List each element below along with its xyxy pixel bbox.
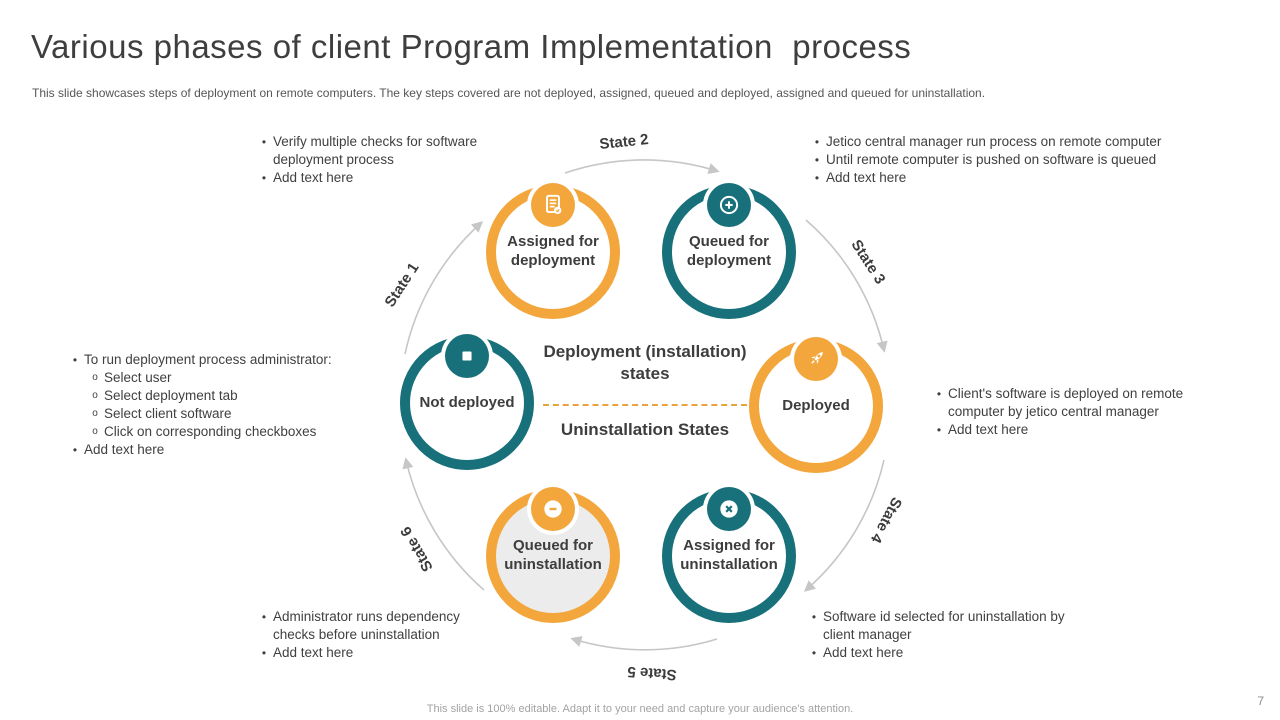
bullet-icon: • [261,135,267,149]
notes-bottom-left: • Administrator runs dependency checks b… [255,608,500,662]
arc-state-3 [805,219,888,353]
list-item: • Client's software is deployed on remot… [930,385,1222,421]
list-item: • Add text here [255,169,517,187]
arc-state-4 [803,459,885,592]
circle-not-deployed: Not deployed [400,334,534,470]
deployment-states-label: Deployment (installation) states [543,342,747,384]
bullet-icon: • [814,135,820,149]
page-title: Various phases of client Program Impleme… [31,28,912,65]
rocket-icon [794,337,838,381]
bullet-icon: • [811,645,817,660]
circle-deployed: Deployed [749,337,883,473]
notes-top-left: • Verify multiple checks for software de… [255,133,517,187]
list-item: • Software id selected for uninstallatio… [805,608,1087,644]
page-number: 7 [1257,694,1264,708]
state-5-label: State 5 [626,662,678,684]
list-item: • To run deployment process administrato… [66,351,378,369]
bullet-icon: • [72,353,78,367]
stop-icon [445,334,489,378]
circle-label: Not deployed [419,393,515,411]
notes-right: • Client's software is deployed on remot… [930,385,1222,439]
sub-bullet-icon: o [92,389,98,401]
bullet-icon: • [261,645,267,660]
circle-assigned-for-deployment: Assigned for deployment [486,183,620,319]
arc-state-2 [564,159,720,174]
plus-icon [707,183,751,227]
bullet-icon: • [814,153,820,167]
bullet-icon: • [261,170,267,185]
list-item: • Add text here [930,421,1222,439]
uninstallation-states-label: Uninstallation States [560,420,730,439]
notes-top-right: • Jetico central manager run process on … [808,133,1208,187]
arc-state-1 [404,221,484,355]
list-item: o Select client software [86,405,378,423]
sub-bullet-icon: o [92,372,98,383]
list-item: • Add text here [808,169,1208,187]
minus-icon [531,487,575,531]
list-item: • Until remote computer is pushed on sof… [808,151,1208,169]
arc-state-6 [402,457,485,591]
bullet-icon: • [936,422,942,437]
list-item: o Select deployment tab [86,387,378,405]
list-item: • Add text here [255,644,500,662]
editable-note: This slide is 100% editable. Adapt it to… [426,703,854,715]
center-dashed-divider [543,404,747,406]
list-item: o Click on corresponding checkboxes [86,423,378,441]
cross-icon [707,487,751,531]
notes-left: • To run deployment process administrato… [66,351,378,459]
circle-assigned-for-uninstallation: Assigned for uninstallation [662,487,796,623]
bullet-icon: • [936,387,942,401]
list-item: • Administrator runs dependency checks b… [255,608,500,644]
circle-label: Assigned for deployment [507,233,599,269]
notes-bottom-right: • Software id selected for uninstallatio… [805,608,1087,662]
bullet-icon: • [811,610,817,624]
document-icon [531,183,575,227]
sub-bullet-icon: o [92,407,98,419]
circle-queued-for-uninstallation: Queued for uninstallation [486,487,620,623]
circle-label: Queued for uninstallation [504,537,602,573]
list-item: • Add text here [66,441,378,459]
arc-state-5 [570,636,718,651]
list-item: o Select user [86,369,378,387]
list-item: • Verify multiple checks for software de… [255,133,517,169]
bullet-icon: • [72,442,78,457]
page-subtitle: This slide showcases steps of deployment… [32,86,986,100]
list-item: • Jetico central manager run process on … [808,133,1208,151]
sub-bullet-icon: o [92,425,98,437]
circle-label: Deployed [782,396,850,414]
circle-label: Queued for deployment [686,233,772,269]
circle-label: Assigned for uninstallation [680,537,778,573]
bullet-icon: • [261,610,267,624]
circle-queued-for-deployment: Queued for deployment [662,183,796,319]
list-item: • Add text here [805,644,1087,662]
bullet-icon: • [814,171,820,185]
